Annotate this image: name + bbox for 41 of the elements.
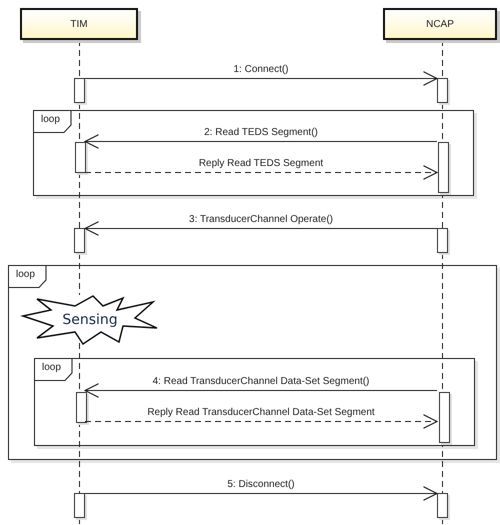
frame-label: loop	[41, 114, 60, 125]
activation-bar	[74, 493, 85, 518]
activation-bar	[74, 228, 85, 253]
message-arrow	[84, 383, 438, 398]
lifeline	[442, 518, 443, 525]
lifeline	[79, 342, 80, 390]
edge-label: 4: Read TransducerChannel Data-Set Segment()	[150, 376, 372, 388]
frame-label: loop	[16, 269, 35, 280]
loop-frame	[33, 110, 474, 196]
message-arrow	[84, 134, 438, 149]
frame-label: loop	[42, 362, 61, 373]
edge-label: 3: TransducerChannel Operate()	[187, 214, 335, 226]
loop-frame	[8, 265, 497, 460]
loop-frame	[34, 358, 475, 446]
activation-bar	[437, 493, 448, 518]
message-arrow	[84, 165, 438, 180]
edge-label: 2: Read TEDS Segment()	[202, 127, 320, 139]
edge-label: Reply Read TEDS Segment	[196, 158, 326, 170]
lifeline-head: TIM	[20, 8, 138, 40]
lifeline	[79, 518, 80, 525]
message-arrow	[84, 71, 438, 86]
activation-bar	[74, 78, 85, 103]
lifeline	[442, 102, 443, 142]
activation-bar	[437, 228, 448, 253]
activation-bar	[76, 392, 87, 423]
lifeline	[442, 252, 443, 390]
activation-bar	[437, 78, 448, 103]
message-arrow	[84, 414, 438, 429]
activation-bar	[438, 142, 449, 193]
activation-bar	[439, 392, 450, 443]
message-arrow	[84, 486, 438, 501]
activation-bar	[75, 142, 86, 173]
edge-label: 1: Connect()	[231, 64, 291, 76]
lifeline	[79, 102, 80, 142]
lifeline	[79, 252, 80, 296]
lifeline-head: NCAP	[383, 8, 497, 40]
message-arrow	[84, 221, 438, 236]
edge-label: 5: Disconnect()	[225, 479, 297, 491]
edge-label: Reply Read TransducerChannel Data-Set Segment	[145, 407, 377, 419]
burst-label: Sensing	[61, 312, 119, 328]
event-burst	[23, 296, 157, 344]
